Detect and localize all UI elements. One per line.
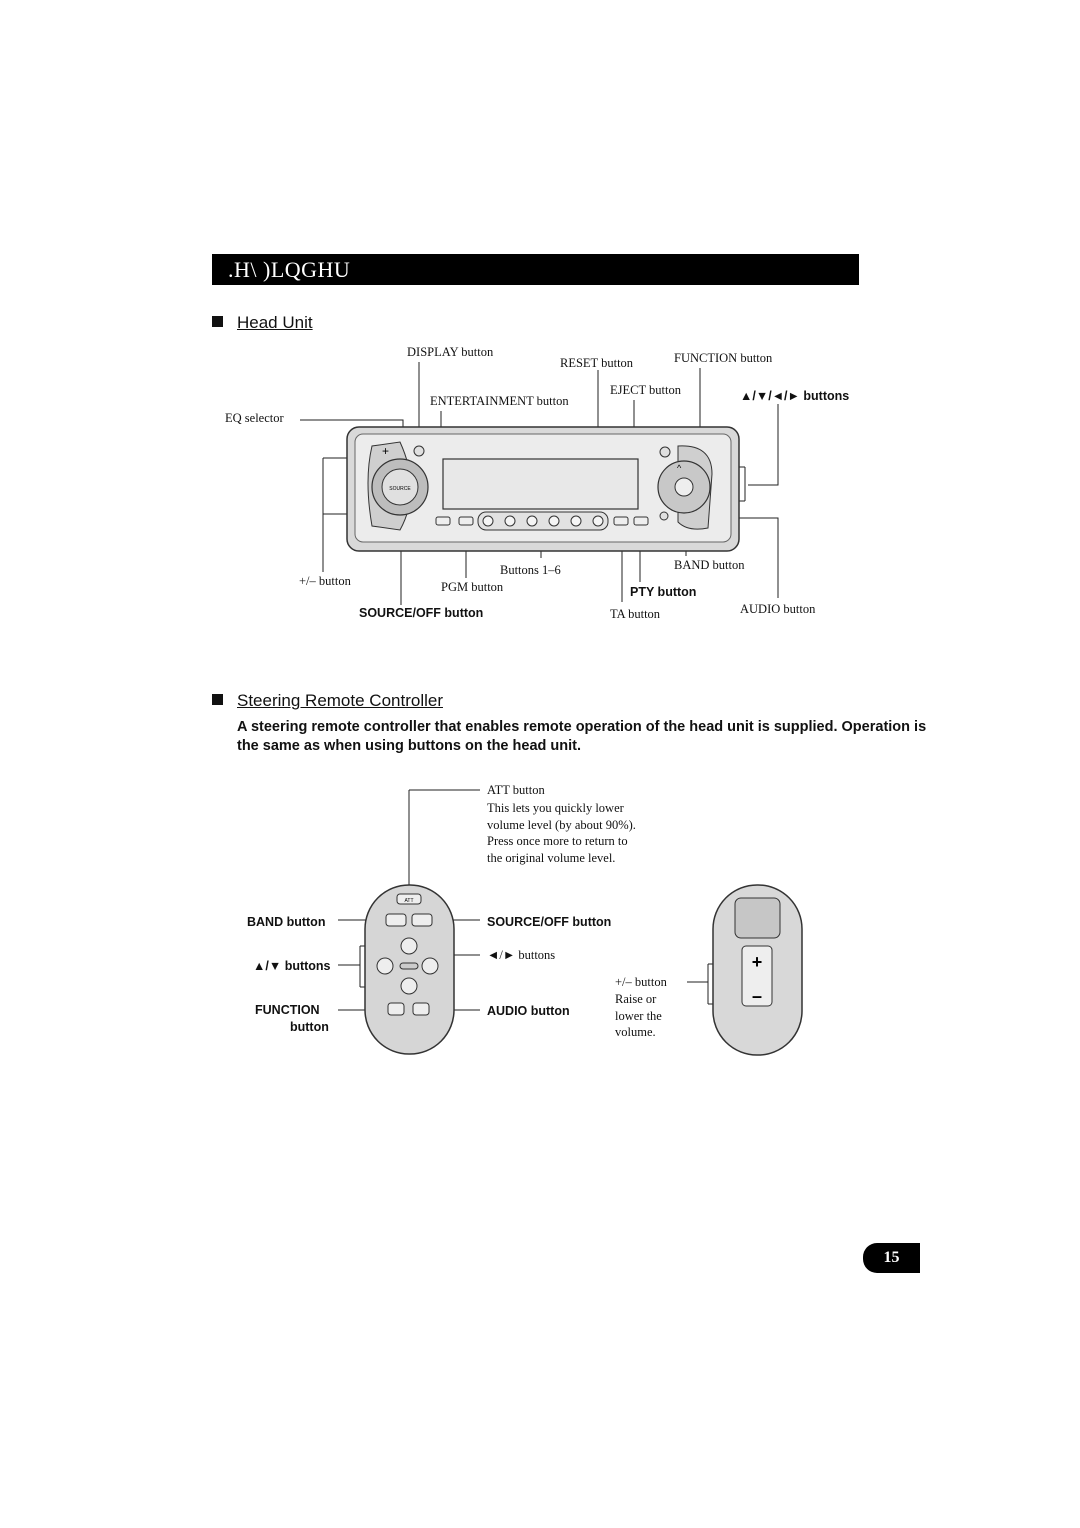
label-ta-button: TA button [610, 607, 661, 621]
remote-intro-paragraph: A steering remote controller that enable… [237, 719, 927, 754]
leader-arrows [748, 404, 779, 486]
label-function-line1: FUNCTION [255, 1003, 320, 1017]
volume-note: Raise or lower the volume. [615, 992, 662, 1039]
label-leftright-buttons: ◄/► buttons [487, 948, 556, 962]
label-function-button: FUNCTION button [674, 351, 773, 365]
svg-text:ATT: ATT [404, 898, 413, 904]
label-remote-source-off: SOURCE/OFF button [487, 915, 612, 929]
section-heading-steering-remote: Steering Remote Controller [212, 691, 443, 711]
label-pty-button: PTY button [630, 585, 697, 599]
label-arrow-buttons: ▲/▼/◄/► buttons [740, 389, 850, 403]
svg-text:+: + [752, 952, 763, 972]
svg-text:–: – [752, 986, 762, 1006]
source-key-text: SOURCE [389, 486, 411, 492]
label-source-off-button: SOURCE/OFF button [359, 606, 484, 620]
label-att-button: ATT button [487, 783, 545, 797]
head-unit-illustration: SOURCE + ^ [300, 362, 779, 605]
label-function-line2: button [290, 1020, 329, 1034]
square-bullet-icon [212, 694, 223, 705]
label-reset-button: RESET button [560, 356, 634, 370]
label-remote-audio-button: AUDIO button [487, 1004, 570, 1018]
page-number: 15 [863, 1243, 920, 1273]
att-note: This lets you quickly lower volume level… [487, 801, 636, 865]
label-entertainment-button: ENTERTAINMENT button [430, 394, 569, 408]
label-buttons-1-6: Buttons 1–6 [500, 563, 561, 577]
label-display-button: DISPLAY button [407, 345, 494, 359]
lcd-display [442, 458, 639, 510]
svg-text:+: + [382, 444, 389, 458]
svg-text:^: ^ [677, 463, 682, 473]
label-remote-band-button: BAND button [247, 915, 326, 929]
label-eject-button: EJECT button [610, 383, 681, 397]
chapter-banner: .H\ )LQGHU [212, 254, 859, 285]
remote-illustration: ATT + – [338, 789, 803, 1056]
label-pgm-button: PGM button [441, 580, 504, 594]
label-volume-button: +/– button [615, 975, 667, 989]
label-band-button: BAND button [674, 558, 745, 572]
label-audio-button: AUDIO button [740, 602, 816, 616]
square-bullet-icon [212, 316, 223, 327]
label-updown-buttons: ▲/▼ buttons [253, 959, 331, 973]
label-plus-minus-button: +/– button [299, 574, 351, 588]
label-eq-selector: EQ selector [225, 411, 284, 425]
section-heading-head-unit: Head Unit [212, 313, 313, 333]
